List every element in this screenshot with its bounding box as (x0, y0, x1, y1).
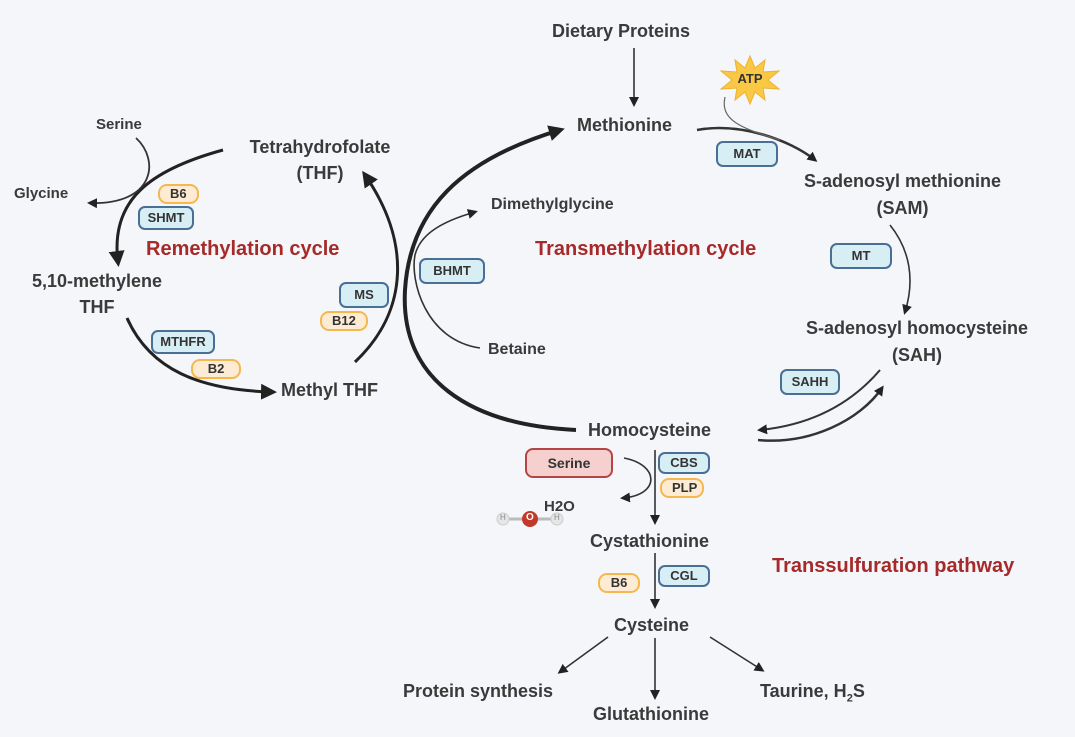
transsulfuration-pathway-title: Transsulfuration pathway (772, 555, 1015, 577)
atp-star-icon: ATP (717, 54, 783, 106)
glutathionine-label: Glutathionine (593, 704, 709, 724)
cystathionine-label: Cystathionine (590, 531, 710, 551)
sam-name: S-adenosyl methionine (803, 171, 1002, 191)
dietary-proteins-label: Dietary Proteins (552, 21, 691, 41)
enzyme-mat: MAT (716, 141, 778, 167)
methyl-thf-label: Methyl THF (281, 380, 378, 400)
arrow-sah-to-homocysteine (757, 369, 881, 435)
enzyme-ms: MS (339, 282, 389, 308)
arrow-betaine-to-dimethylglycine (413, 209, 481, 349)
atp-input-curve (723, 96, 781, 141)
thf-name: Tetrahydrofolate (249, 137, 391, 157)
dimethylglycine-label: Dimethylglycine (491, 196, 614, 213)
cofactor-b6-cgl: B6 (598, 573, 640, 593)
transmethylation-cycle-title: Transmethylation cycle (535, 238, 757, 260)
enzyme-cgl: CGL (658, 565, 710, 587)
hydrogen-left: H (500, 513, 506, 522)
oxygen: O (526, 512, 534, 523)
arrow-sam-to-sah (889, 224, 912, 315)
h2s-subscript: 2 (846, 692, 853, 705)
arrow-methylene-thf-to-methylthf (125, 317, 277, 400)
methylene-thf-line1: 5,10-methylene (32, 271, 163, 291)
cofactor-plp: PLP (660, 478, 704, 498)
arrow-thf-to-methylene-thf (108, 148, 224, 267)
methylene-thf-label: 5,10-methylene THF (32, 270, 162, 318)
sam-label: S-adenosyl methionine (SAM) (770, 170, 1035, 219)
water-molecule-icon: H O H (494, 510, 566, 528)
protein-synthesis-label: Protein synthesis (403, 681, 554, 701)
enzyme-bhmt: BHMT (419, 258, 485, 284)
enzyme-cbs: CBS (658, 452, 710, 474)
betaine-label: Betaine (488, 341, 546, 358)
sah-abbrev: (SAH) (892, 345, 942, 365)
enzyme-mthfr: MTHFR (151, 330, 215, 354)
thf-abbrev: (THF) (296, 163, 344, 183)
cofactor-b12: B12 (320, 311, 368, 331)
enzyme-shmt: SHMT (138, 206, 194, 230)
taurine-text: Taurine, H (760, 681, 847, 701)
cofactor-b6-shmt: B6 (158, 184, 199, 204)
enzyme-mt: MT (830, 243, 892, 269)
cysteine-label: Cysteine (614, 615, 690, 635)
methionine-label: Methionine (577, 115, 672, 135)
thf-label: Tetrahydrofolate (THF) (234, 136, 406, 184)
enzyme-sahh: SAHH (780, 369, 840, 395)
sah-label: S-adenosyl homocysteine (SAH) (782, 317, 1052, 366)
arrow-methylthf-to-thf (353, 170, 400, 364)
serine-label: Serine (96, 116, 142, 133)
hydrogen-right: H (554, 513, 560, 522)
taurine-h2s-label: Taurine, H2S (760, 680, 865, 710)
atp-label: ATP (737, 71, 763, 86)
glycine-label: Glycine (14, 185, 69, 202)
arrow-homocysteine-to-methionine (402, 125, 577, 432)
sah-name: S-adenosyl homocysteine (805, 318, 1029, 338)
serine-to-h2o-curve (620, 457, 652, 503)
arrow-cysteine-to-protein-synthesis (557, 636, 609, 674)
remethylation-cycle-title: Remethylation cycle (146, 238, 340, 260)
cofactor-b2: B2 (191, 359, 241, 379)
h2s-suffix: S (852, 681, 865, 701)
arrow-serine-to-glycine (87, 137, 151, 209)
sam-abbrev: (SAM) (876, 198, 929, 218)
arrow-cysteine-to-taurine (709, 636, 765, 672)
h2o-label: H2O (544, 498, 575, 515)
methylene-thf-line2: THF (79, 297, 115, 317)
arrow-homocysteine-to-sah (757, 385, 884, 442)
homocysteine-label: Homocysteine (588, 420, 712, 440)
serine-input-box: Serine (525, 448, 613, 478)
